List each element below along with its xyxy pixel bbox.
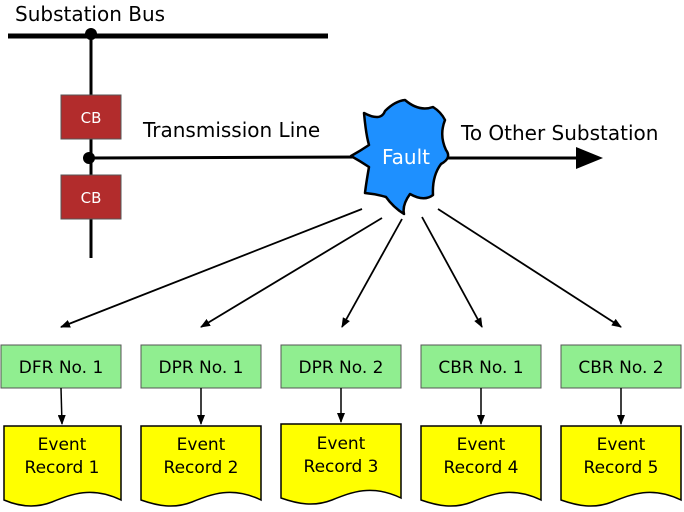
- device-label: CBR No. 2: [578, 358, 663, 378]
- arrow-to-device-1: [60, 208, 363, 328]
- record-label-line1: Event: [597, 435, 646, 455]
- device-5: CBR No. 2: [560, 344, 682, 389]
- transmission-line-label: Transmission Line: [142, 118, 320, 142]
- breaker-box-bottom: [60, 174, 122, 220]
- arrow-to-device-3: [341, 218, 403, 328]
- event-record-3: Event Record 3: [280, 423, 402, 505]
- device-label: CBR No. 1: [438, 358, 523, 378]
- record-label-line1: Event: [317, 434, 366, 454]
- record-document: [140, 425, 262, 507]
- record-document: [560, 425, 682, 507]
- record-label-line2: Record 5: [584, 458, 659, 478]
- device-label: DPR No. 2: [299, 358, 384, 378]
- arrow-record-1: [57, 387, 66, 425]
- record-document: [3, 425, 122, 507]
- fault-label: Fault: [382, 145, 430, 169]
- record-document: [280, 423, 402, 505]
- arrow-to-device-4: [421, 216, 483, 328]
- record-document: [420, 425, 542, 507]
- record-label-line2: Record 1: [25, 458, 100, 478]
- record-label-line1: Event: [38, 435, 87, 455]
- circuit-breaker-top: CB: [60, 94, 122, 140]
- other-substation-label: To Other Substation: [460, 121, 658, 145]
- circuit-breaker-bottom: CB: [60, 174, 122, 220]
- record-label-line2: Record 3: [304, 457, 379, 477]
- event-record-2: Event Record 2: [140, 425, 262, 507]
- transmission-line: [88, 155, 363, 160]
- device-4: CBR No. 1: [420, 344, 542, 389]
- device-1: DFR No. 1: [0, 344, 122, 389]
- event-record-4: Event Record 4: [420, 425, 542, 507]
- bus-label: Substation Bus: [15, 2, 165, 26]
- device-2: DPR No. 1: [140, 344, 262, 389]
- device-box: [420, 344, 542, 389]
- event-record-1: Event Record 1: [3, 425, 122, 507]
- outgoing-arrowhead: [576, 147, 603, 169]
- fault-burst: Fault: [349, 98, 450, 216]
- record-label-line2: Record 4: [444, 458, 519, 478]
- device-box: [560, 344, 682, 389]
- device-label: DPR No. 1: [159, 358, 244, 378]
- breaker-box-top: [60, 94, 122, 140]
- fault-shape: [349, 98, 450, 216]
- device-3: DPR No. 2: [280, 344, 402, 389]
- device-label: DFR No. 1: [19, 358, 104, 378]
- event-record-5: Event Record 5: [560, 425, 682, 507]
- arrow-to-device-2: [200, 217, 383, 328]
- breaker-label-bottom: CB: [81, 189, 102, 207]
- record-label-line1: Event: [457, 435, 506, 455]
- arrow-to-device-5: [437, 208, 622, 328]
- breaker-label-top: CB: [81, 109, 102, 127]
- record-label-line2: Record 2: [164, 458, 239, 478]
- record-label-line1: Event: [177, 435, 226, 455]
